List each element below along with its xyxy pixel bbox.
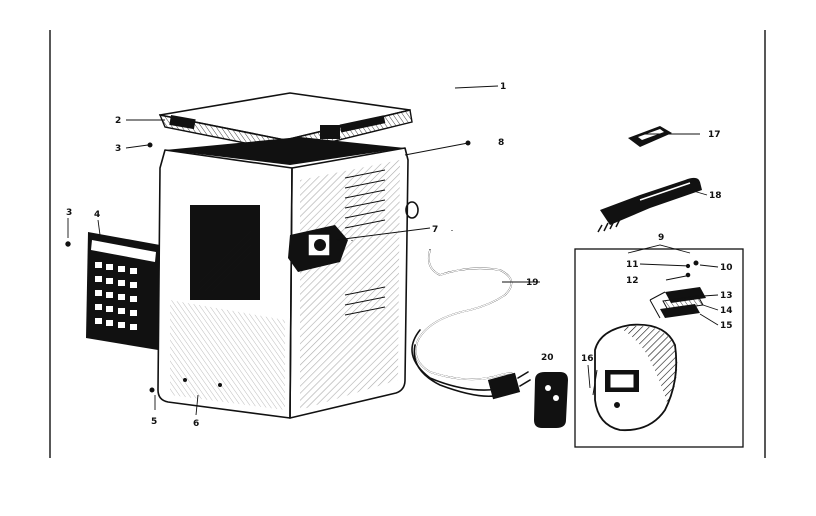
callout-3a: 3 bbox=[115, 144, 121, 154]
callout-14: 14 bbox=[720, 306, 733, 316]
helmet-part bbox=[592, 323, 678, 432]
power-cord-part bbox=[411, 249, 531, 400]
screw-5 bbox=[149, 387, 155, 393]
callout-6: 6 bbox=[193, 419, 199, 429]
cabinet-body bbox=[157, 137, 409, 419]
callout-11: 11 bbox=[626, 260, 639, 270]
callout-15: 15 bbox=[720, 321, 733, 331]
brush-part bbox=[597, 177, 702, 233]
callout-18: 18 bbox=[709, 191, 722, 201]
adapter-part bbox=[534, 372, 568, 428]
lens-set-part bbox=[649, 287, 706, 319]
callout-16: 16 bbox=[581, 354, 594, 364]
callout-17: 17 bbox=[708, 130, 721, 140]
callout-10: 10 bbox=[720, 263, 733, 273]
helmet-screw-10 bbox=[693, 260, 699, 266]
selector-knob-part bbox=[288, 201, 419, 272]
label-plate-part bbox=[86, 232, 160, 350]
handle-part bbox=[343, 36, 460, 241]
electrode-holder-tip-part bbox=[628, 126, 672, 147]
helmet-washer-12 bbox=[685, 272, 691, 278]
callout-7: 7 bbox=[432, 225, 438, 235]
callout-4: 4 bbox=[94, 210, 100, 220]
callout-2: 2 bbox=[115, 116, 121, 126]
plug-body bbox=[487, 372, 521, 400]
callout-3b: 3 bbox=[66, 208, 72, 218]
screw-3b bbox=[65, 241, 71, 247]
helmet-assembly-box bbox=[574, 248, 744, 448]
screw-3a bbox=[147, 142, 153, 148]
callout-9: 9 bbox=[658, 233, 664, 243]
knob-ring bbox=[405, 201, 419, 219]
callout-12: 12 bbox=[626, 276, 639, 286]
callout-13: 13 bbox=[720, 291, 733, 301]
callout-20: 20 bbox=[541, 353, 554, 363]
leader-lines bbox=[67, 85, 719, 416]
vent-grille bbox=[344, 169, 386, 316]
callout-1: 1 bbox=[500, 82, 506, 92]
callout-8: 8 bbox=[498, 138, 504, 148]
callout-19: 19 bbox=[526, 278, 539, 288]
callout-5: 5 bbox=[151, 417, 157, 427]
screw-8 bbox=[465, 140, 471, 146]
